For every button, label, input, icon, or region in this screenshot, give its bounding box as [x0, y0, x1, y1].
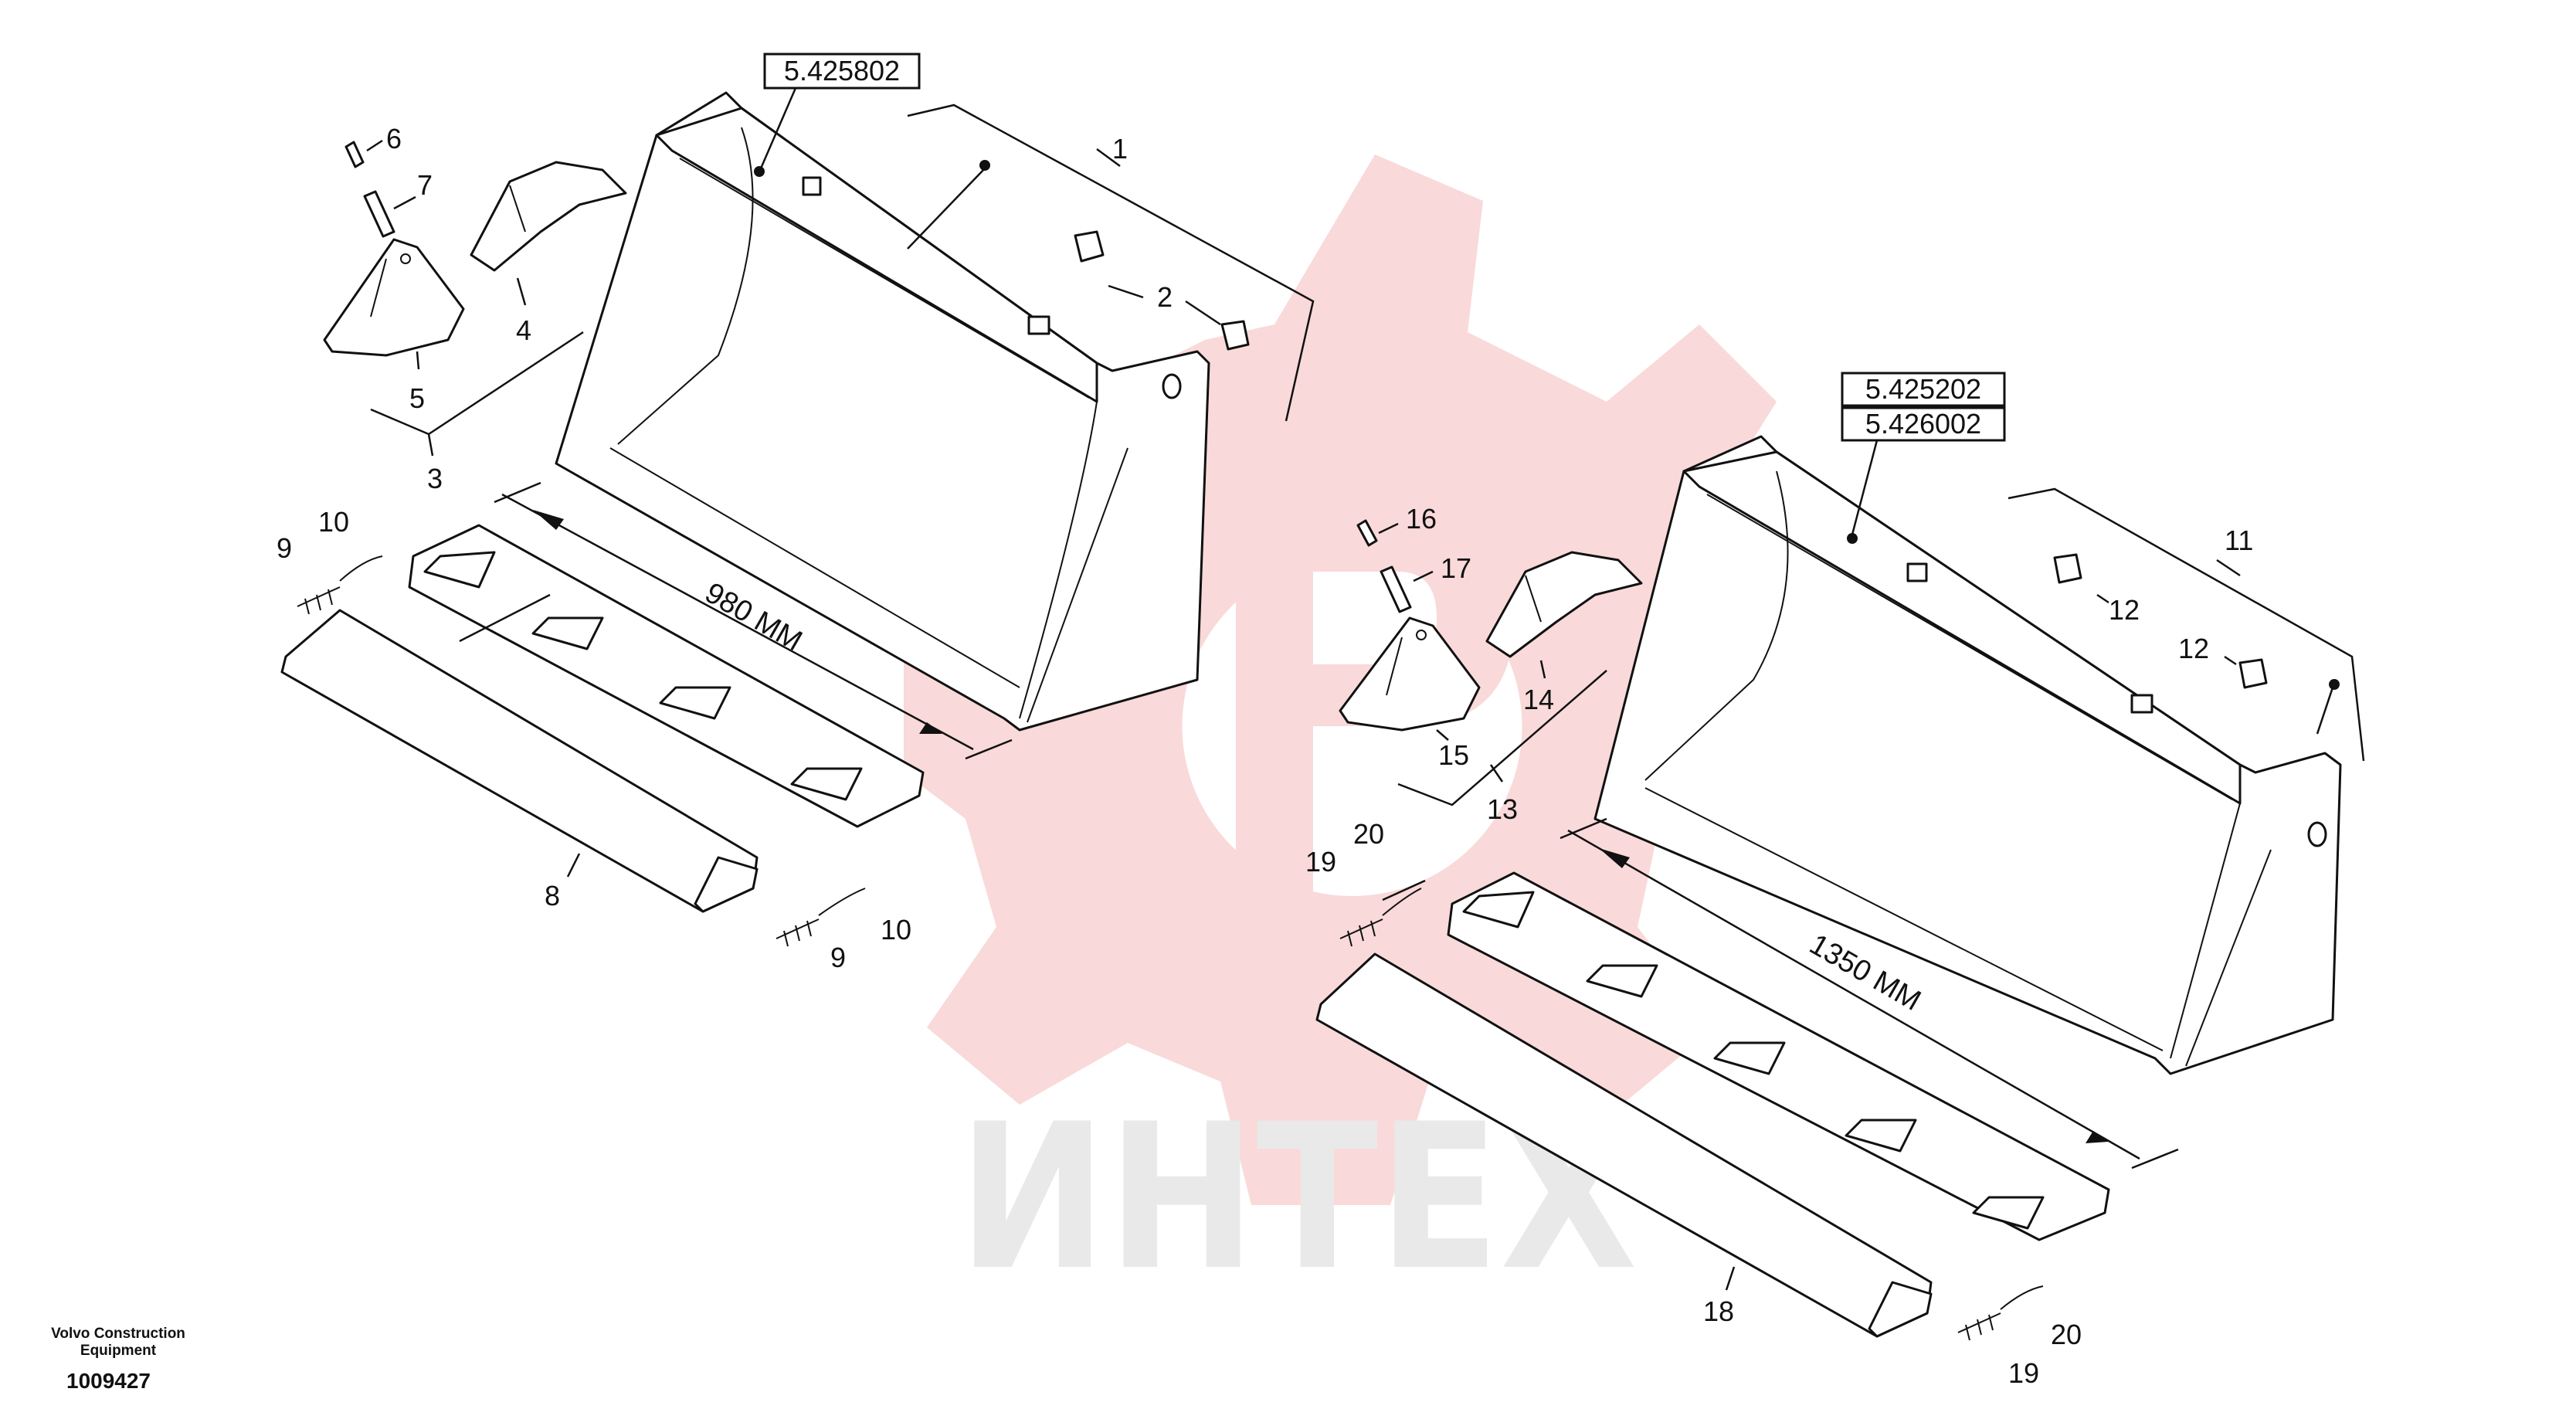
callout-19b: 19 [2008, 1357, 2039, 1389]
callout-13: 13 [1487, 793, 1518, 825]
callout-6: 6 [386, 123, 402, 154]
dimension-left [494, 481, 1013, 760]
callout-18: 18 [1703, 1295, 1734, 1327]
right-cover-bar [1315, 952, 1933, 1338]
part-number-left: 5.425802 [784, 55, 900, 87]
callout-19: 19 [1305, 846, 1336, 878]
footer-brand: Volvo Construction Equipment [51, 1326, 185, 1359]
part-number-box-left [763, 53, 921, 90]
callout-1: 1 [1112, 133, 1128, 165]
left-tooth-parts: 6 7 5 4 3 [323, 123, 627, 494]
left-cover-bar [280, 609, 759, 913]
callout-12b: 12 [2178, 633, 2209, 664]
callout-20: 20 [1353, 818, 1384, 850]
right-tooth-parts: 16 17 15 14 13 [1339, 503, 1643, 825]
callout-8: 8 [545, 880, 560, 912]
callout-7: 7 [417, 169, 433, 201]
callout-20b: 20 [2051, 1319, 2082, 1350]
dimension-right [1560, 817, 2179, 1170]
callout-9: 9 [277, 532, 292, 564]
callout-3: 3 [427, 463, 443, 494]
footer-doc-number: 1009427 [66, 1369, 151, 1393]
callout-10: 10 [318, 506, 349, 538]
part-number-right-2: 5.426002 [1865, 408, 1981, 440]
callout-5: 5 [409, 382, 425, 414]
callout-14: 14 [1523, 684, 1554, 715]
callout-12: 12 [2109, 594, 2140, 626]
part-number-right-1: 5.425202 [1865, 373, 1981, 405]
part-number-box-right-1 [1841, 372, 2006, 407]
callout-16: 16 [1406, 503, 1437, 535]
right-bucket [1593, 435, 2342, 1075]
callout-17: 17 [1441, 552, 1471, 584]
callout-11: 11 [2225, 525, 2253, 556]
left-bucket [555, 91, 1250, 732]
callout-4: 4 [516, 314, 531, 346]
callout-10b: 10 [881, 914, 911, 946]
callout-15: 15 [1438, 739, 1469, 771]
right-tooth-bar [1447, 871, 2110, 1241]
callout-2: 2 [1157, 281, 1173, 313]
part-number-box-right-2 [1841, 406, 2006, 442]
callout-9b: 9 [830, 942, 846, 973]
